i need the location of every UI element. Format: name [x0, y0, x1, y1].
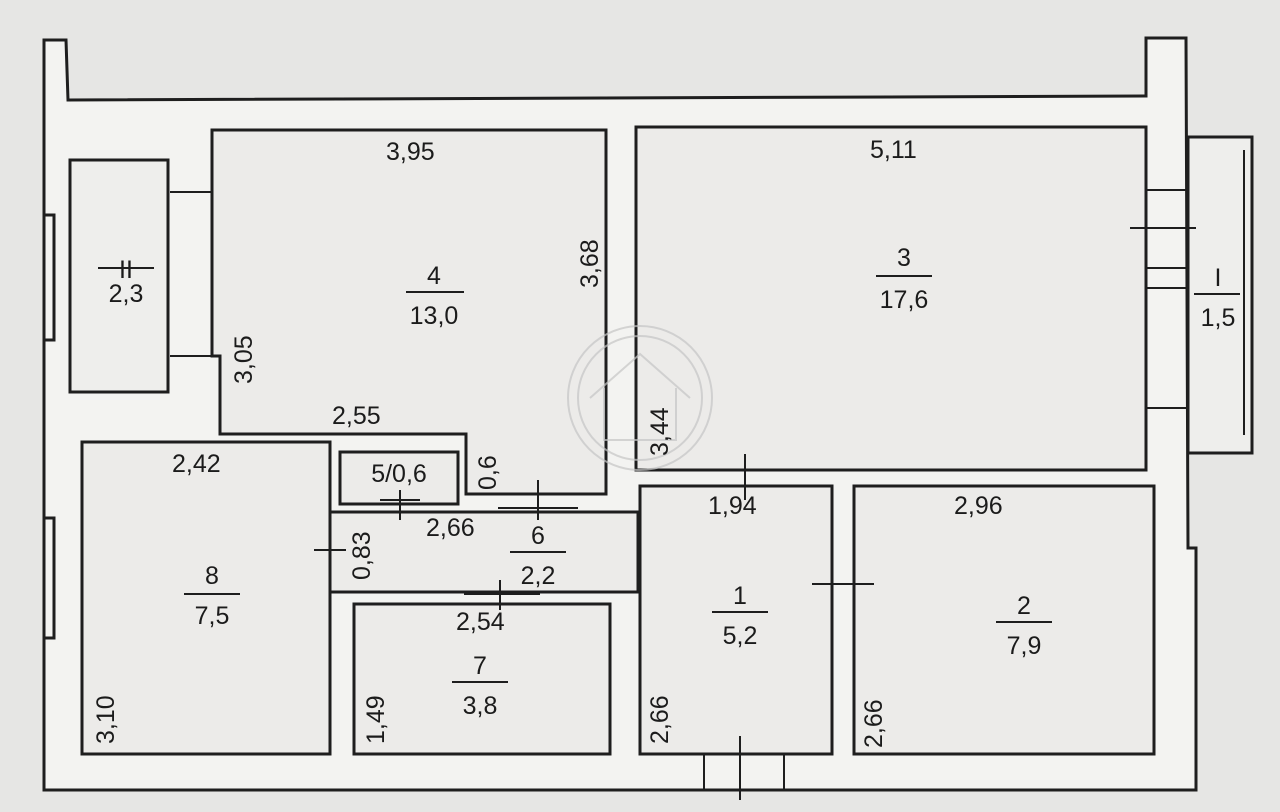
- dim-room8-top: 2,42: [172, 450, 221, 478]
- room-i-label: I 1,5: [1194, 264, 1240, 332]
- svg-text:3: 3: [897, 244, 911, 272]
- left-wall-notch-top: [42, 213, 56, 342]
- room-3: [634, 125, 1148, 472]
- dim-room4-left: 3,05: [230, 335, 258, 384]
- svg-text:I: I: [1215, 264, 1222, 292]
- room-4: [210, 128, 608, 496]
- dim-room4-bottom: 2,55: [332, 402, 381, 430]
- room-8: [80, 440, 332, 756]
- dim-room3-left: 3,44: [646, 407, 674, 456]
- door-marks: [170, 189, 1196, 800]
- room-1-label: 1 5,2: [712, 582, 768, 650]
- room-1: [638, 484, 834, 756]
- svg-text:2,2: 2,2: [521, 562, 556, 590]
- svg-text:4: 4: [427, 262, 441, 290]
- room-8-label: 8 7,5: [184, 562, 240, 630]
- svg-text:17,6: 17,6: [880, 286, 929, 314]
- svg-text:7,5: 7,5: [195, 602, 230, 630]
- dim-room8-left: 3,10: [92, 695, 120, 744]
- dim-corridor-top: 2,66: [426, 514, 475, 542]
- room-2-label: 2 7,9: [996, 592, 1052, 660]
- svg-text:2: 2: [1017, 592, 1031, 620]
- svg-text:II: II: [119, 256, 133, 284]
- svg-text:6: 6: [531, 522, 545, 550]
- room-4-label: 4 13,0: [406, 262, 464, 330]
- room-7-label: 7 3,8: [452, 652, 508, 720]
- dim-room4-right: 3,68: [576, 239, 604, 288]
- room-ii-label: II 2,3: [98, 256, 154, 308]
- balcony-ii: [68, 158, 170, 394]
- svg-text:5,2: 5,2: [723, 622, 758, 650]
- svg-text:1,5: 1,5: [1201, 304, 1236, 332]
- dim-room7-left: 1,49: [362, 695, 390, 744]
- left-wall-notch-bottom: [42, 516, 56, 640]
- svg-text:7: 7: [473, 652, 487, 680]
- room-2: [852, 484, 1156, 756]
- dim-corridor-left: 0,83: [348, 531, 376, 580]
- room-3-label: 3 17,6: [876, 244, 932, 314]
- dim-room1-top: 1,94: [708, 492, 757, 520]
- room-5-label: 5/0,6: [371, 460, 427, 488]
- room-7: [352, 602, 612, 756]
- svg-text:8: 8: [205, 562, 219, 590]
- svg-text:13,0: 13,0: [410, 302, 459, 330]
- dim-room2-left: 2,66: [860, 699, 888, 748]
- dim-room1-left: 2,66: [646, 695, 674, 744]
- svg-text:3,8: 3,8: [463, 692, 498, 720]
- dim-room2-top: 2,96: [954, 492, 1003, 520]
- dim-closet-height: 0,6: [474, 455, 502, 490]
- svg-text:7,9: 7,9: [1007, 632, 1042, 660]
- watermark-logo: [567, 325, 713, 471]
- dim-room7-top: 2,54: [456, 608, 505, 636]
- svg-text:1: 1: [733, 582, 747, 610]
- room-6-corridor: [328, 510, 640, 594]
- dim-room4-top: 3,95: [386, 138, 435, 166]
- svg-text:2,3: 2,3: [109, 280, 144, 308]
- dim-room3-top: 5,11: [870, 136, 917, 164]
- room-6-label: 6 2,2: [510, 522, 566, 590]
